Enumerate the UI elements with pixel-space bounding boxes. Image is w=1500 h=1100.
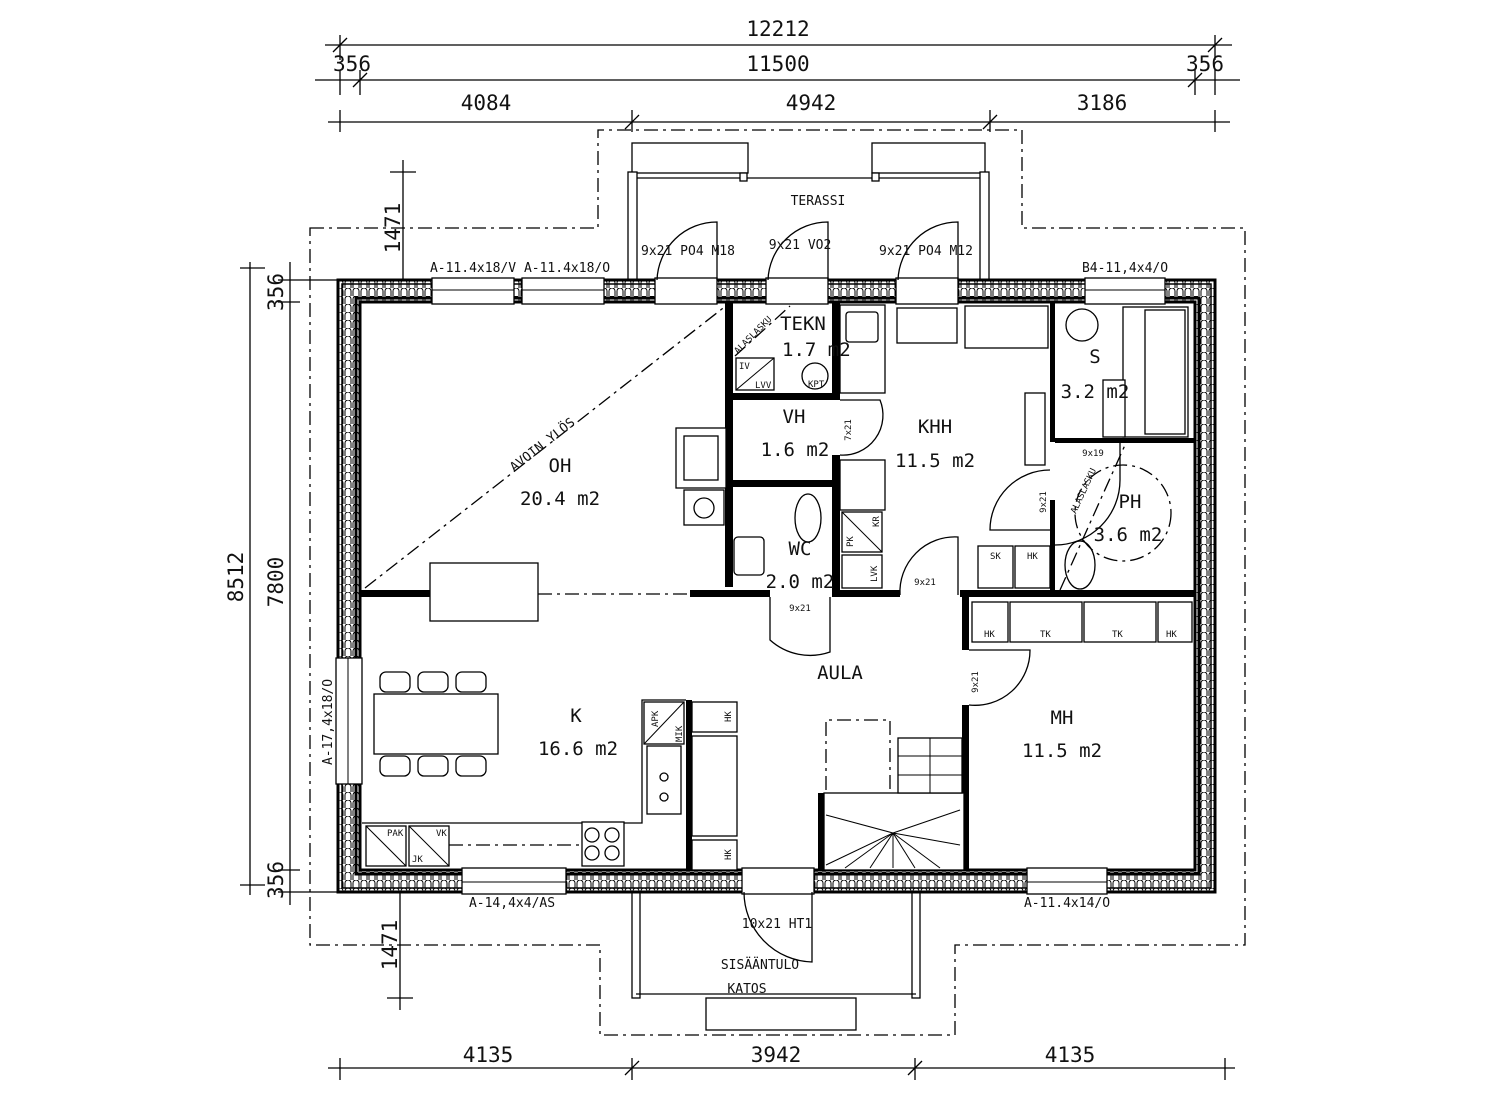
chairs: [379, 671, 487, 777]
dim-left-inner: 7800: [264, 557, 288, 608]
room-khh-area: 11.5 m2: [895, 450, 975, 472]
interior-walls: [360, 302, 1195, 870]
mh-closets: HK TK TK HK: [971, 601, 1193, 643]
fixture-iv: IV: [739, 362, 750, 372]
window-label-5: A-14,4x4/AS: [469, 896, 555, 911]
room-aula-name: AULA: [817, 662, 863, 684]
lowered-ceiling-label-1: ALASLASKU: [733, 315, 775, 357]
fixture-hk-1: HK: [1027, 552, 1038, 562]
kitchen-fixtures: APK MIK PAK VK JK HK HK: [362, 671, 738, 871]
window-label-4: A-17,4x18/O: [321, 679, 336, 765]
dim-left-overall: 8512: [224, 552, 248, 603]
door-label-terrace-1: 9x21 PO4 M18: [641, 244, 735, 259]
door-label-entrance: 10x21 HT1: [742, 917, 812, 932]
room-labels: OH 20.4 m2 K 16.6 m2 AULA MH 11.5 m2 KHH…: [520, 313, 1162, 762]
roof-outline: [309, 129, 1246, 1036]
interior-doors: 7x21 9x21 9x21 9x21 9x21 9x19: [769, 399, 1121, 706]
fixture-pak: PAK: [387, 829, 404, 839]
dim-top-seg-2: 4942: [786, 91, 837, 115]
window-label-3: B4-11,4x4/O: [1082, 261, 1168, 276]
window-label-2: A-11.4x18/O: [524, 261, 610, 276]
wc-fixtures: [733, 493, 822, 576]
dim-left-bottom-offset: 356: [264, 861, 288, 899]
room-oh-name: OH: [549, 455, 572, 477]
fixture-apk: APK: [651, 710, 661, 727]
dim-bottom-seg-3: 4135: [1045, 1043, 1096, 1067]
dim-left-top-offset: 356: [264, 273, 288, 311]
canopy-label: KATOS: [727, 982, 766, 997]
room-mh-area: 11.5 m2: [1022, 740, 1102, 762]
fixture-vk: VK: [436, 829, 447, 839]
door-label-mh: 9x21: [971, 671, 981, 693]
room-wc-area: 2.0 m2: [766, 571, 835, 593]
room-mh-name: MH: [1051, 707, 1074, 729]
room-s-area: 3.2 m2: [1061, 381, 1130, 403]
door-label-terrace-2: 9x21 VO2: [769, 238, 832, 253]
fixture-tk-2: TK: [1112, 630, 1123, 640]
fixture-lvv: LVV: [755, 381, 772, 391]
sauna-fixtures: ALASLASKU: [1059, 306, 1189, 591]
terrace: TERASSI: [627, 142, 990, 283]
fixture-hk-5: HK: [724, 849, 734, 860]
lowered-ceiling-label-2: ALASLASKU: [1069, 467, 1099, 515]
fixture-tk-1: TK: [1040, 630, 1051, 640]
room-tekn-name: TEKN: [780, 313, 826, 335]
room-k-area: 16.6 m2: [538, 738, 618, 760]
fixture-sk: SK: [990, 552, 1001, 562]
exterior-doors: 9x21 PO4 M18 9x21 VO2 9x21 PO4 M12 10x21…: [641, 221, 973, 963]
fixture-kr: KR: [872, 516, 882, 527]
fixture-mik: MIK: [675, 725, 685, 742]
door-label-khh: 9x21: [914, 578, 936, 588]
room-ph-area: 3.6 m2: [1094, 524, 1163, 546]
staircase: [818, 719, 965, 871]
dim-top-seg-3: 3186: [1077, 91, 1128, 115]
fixture-lvk: LVK: [870, 565, 880, 582]
terrace-label: TERASSI: [791, 194, 846, 209]
dim-top-overall: 12212: [746, 17, 809, 41]
fixture-pk: PK: [846, 536, 856, 547]
dim-bottom-seg-1: 4135: [463, 1043, 514, 1067]
fixture-kpt: KPT: [808, 380, 825, 390]
room-vh-area: 1.6 m2: [761, 439, 830, 461]
windows: A-11.4x18/V A-11.4x18/O B4-11,4x4/O A-17…: [321, 261, 1168, 911]
door-label-wc: 9x21: [789, 604, 811, 614]
room-s-name: S: [1089, 346, 1100, 368]
fireplace: [675, 427, 727, 526]
room-ph-name: PH: [1119, 491, 1142, 513]
fixture-hk-3: HK: [1166, 630, 1177, 640]
entrance-canopy: SISÄÄNTULO KATOS: [631, 891, 921, 1031]
khh-fixtures: PK KR LVK SK HK: [839, 304, 1051, 589]
window-label-6: A-11.4x14/O: [1024, 896, 1110, 911]
dim-top-inner: 11500: [746, 52, 809, 76]
door-label-terrace-3: 9x21 PO4 M12: [879, 244, 973, 259]
door-label-vh: 7x21: [844, 419, 854, 441]
dim-bottom-seg-2: 3942: [751, 1043, 802, 1067]
room-khh-name: KHH: [918, 416, 952, 438]
door-label-sauna: 9x19: [1082, 449, 1104, 459]
door-label-ph: 9x21: [1039, 491, 1049, 513]
open-above-marker: AVOIN YLÖS: [364, 304, 728, 622]
dim-top-seg-1: 4084: [461, 91, 512, 115]
room-tekn-area: 1.7 m2: [782, 339, 851, 361]
fixture-hk-2: HK: [984, 630, 995, 640]
fixture-hk-4: HK: [724, 711, 734, 722]
fixture-jk: JK: [412, 855, 423, 865]
dim-top-left-offset: 356: [333, 52, 371, 76]
dim-top-right-offset: 356: [1186, 52, 1224, 76]
room-k-name: K: [570, 705, 582, 727]
window-label-1: A-11.4x18/V: [430, 261, 516, 276]
entrance-label: SISÄÄNTULO: [721, 957, 799, 973]
room-oh-area: 20.4 m2: [520, 488, 600, 510]
room-vh-name: VH: [783, 406, 806, 428]
room-wc-name: WC: [789, 538, 812, 560]
